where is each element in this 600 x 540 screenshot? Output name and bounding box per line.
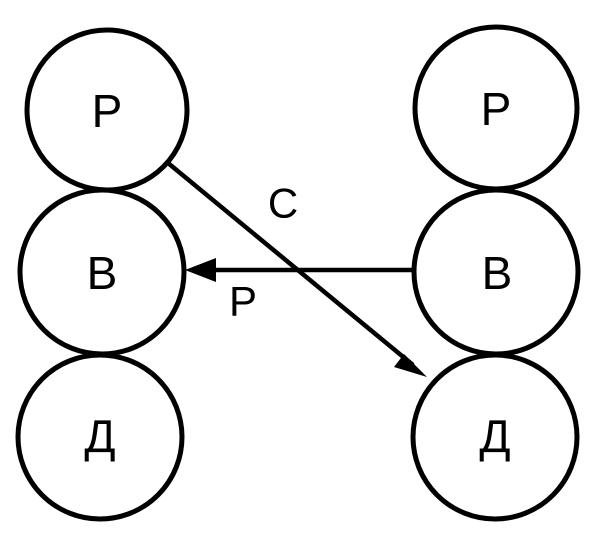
node-circle-left-bottom[interactable] [15,352,185,522]
edge-diagonal-s-line [166,161,415,367]
node-label-right-middle: В [482,247,513,299]
node-left-top[interactable]: Р [24,27,190,193]
node-circle-right-bottom[interactable] [410,352,580,522]
node-label-right-bottom: Д [479,410,510,462]
node-left-middle[interactable]: В [17,187,187,357]
node-group-left: Р В Д [15,27,190,522]
node-right-middle[interactable]: В [411,187,581,357]
edge-horizontal-r[interactable]: Р [185,258,415,325]
node-group-right: Р В Д [410,24,581,522]
edge-diagonal-s[interactable]: С [166,161,427,377]
node-right-bottom[interactable]: Д [410,352,580,522]
edge-label-s: С [268,180,298,227]
node-right-top[interactable]: Р [412,24,580,192]
node-label-left-bottom: Д [84,410,115,462]
node-label-left-middle: В [87,247,118,299]
edge-label-r: Р [229,278,257,325]
node-label-right-top: Р [481,83,512,135]
node-left-bottom[interactable]: Д [15,352,185,522]
node-label-left-top: Р [92,85,123,137]
edge-diagonal-s-arrowhead [394,354,427,377]
edge-horizontal-r-arrowhead [185,258,216,282]
